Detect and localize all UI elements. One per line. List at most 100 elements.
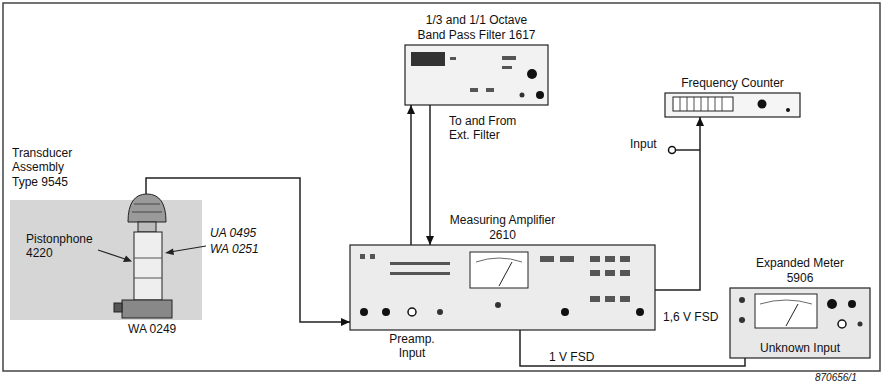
drawing-line <box>676 149 701 151</box>
drawing-circle <box>382 308 390 316</box>
device-label: Frequency Counter <box>681 76 784 90</box>
signal-wire <box>655 117 704 290</box>
drawing-rect <box>390 272 450 275</box>
arrow-head <box>407 105 415 114</box>
drawing-rect <box>620 256 630 262</box>
drawing-rect <box>605 270 615 276</box>
drawing-polygon <box>165 249 174 256</box>
drawing-rect <box>411 52 445 66</box>
drawing-rect <box>122 300 172 318</box>
drawing-path <box>760 300 812 304</box>
wire-line <box>655 117 700 290</box>
drawing-circle <box>527 69 537 79</box>
drawing-path <box>128 194 166 222</box>
drawing-rect <box>755 294 817 328</box>
drawing-rect <box>502 56 516 60</box>
drawing-rect <box>470 88 478 92</box>
wire-line <box>429 105 431 245</box>
arrow-head <box>426 236 434 245</box>
drawing-rect <box>405 45 548 105</box>
drawing-rect <box>605 256 615 262</box>
wire-line <box>410 105 412 245</box>
drawing-line <box>145 192 147 194</box>
drawing-circle <box>838 320 846 328</box>
device-label: 1/3 and 1/1 Octave Band Pass Filter 1617 <box>412 13 542 42</box>
drawing-circle <box>495 302 501 308</box>
device-label: Measuring Amplifier 2610 <box>440 213 565 242</box>
drawing-rect <box>134 232 162 300</box>
frame <box>3 3 880 371</box>
drawing-circle <box>858 322 863 327</box>
drawing-rect <box>370 254 375 259</box>
filter-box: 1/3 and 1/1 Octave Band Pass Filter 1617 <box>405 45 548 105</box>
counter-device <box>665 93 800 154</box>
drawing-path <box>476 258 522 262</box>
meter-device <box>730 288 870 358</box>
drawing-circle <box>360 308 368 316</box>
device-label: Transducer Assembly Type 9545 <box>12 146 84 189</box>
drawing-rect <box>350 245 655 330</box>
panel-label: Preamp. Input <box>386 332 438 361</box>
part-label: WA 0251 <box>210 242 259 256</box>
drawing-rect <box>590 296 600 302</box>
signal-wire <box>146 178 350 326</box>
drawing-circle <box>786 108 790 112</box>
part-label: Pistonphone 4220 <box>26 232 101 261</box>
counter-box: Frequency Counter <box>665 93 800 117</box>
drawing-rect <box>540 256 554 262</box>
drawing-path <box>680 97 722 111</box>
drawing-polygon <box>123 256 132 263</box>
transducer-photo <box>10 192 206 320</box>
wire-label: 1 V FSD <box>548 350 595 364</box>
panel-label: Unknown Input <box>758 341 842 355</box>
filter-device <box>405 45 548 105</box>
drawing-rect <box>360 254 365 259</box>
drawing-rect <box>605 296 615 302</box>
arrow-head <box>341 318 350 326</box>
drawing-circle <box>669 147 676 154</box>
drawing-rect <box>730 288 870 358</box>
drawing-circle <box>739 297 745 303</box>
drawing-rect <box>590 270 600 276</box>
drawing-circle <box>848 300 856 308</box>
drawing-circle <box>561 308 569 316</box>
drawing-rect <box>470 252 528 288</box>
drawing-rect <box>450 57 456 60</box>
drawing-rect <box>486 88 494 92</box>
drawing-rect <box>390 262 450 265</box>
drawing-circle <box>437 309 443 315</box>
part-label: 870656/1 <box>815 372 857 384</box>
amplifier-device <box>350 245 655 330</box>
wire-line <box>520 330 745 366</box>
drawing-rect <box>502 66 512 69</box>
drawing-circle <box>758 100 767 109</box>
drawing-rect <box>620 270 630 276</box>
drawing-rect <box>590 256 600 262</box>
drawing-circle <box>520 93 525 98</box>
part-label: WA 0249 <box>128 322 176 336</box>
drawing-rect <box>673 97 733 111</box>
wire-label: To and From Ext. Filter <box>448 114 530 143</box>
drawing-line <box>786 304 798 326</box>
amplifier-box: Measuring Amplifier 2610Preamp. Input <box>350 245 655 330</box>
drawing-rect <box>620 296 630 302</box>
drawing-rect <box>665 93 800 117</box>
signal-wire <box>426 105 434 245</box>
part-label: Input <box>630 137 657 151</box>
signal-wire <box>407 105 415 245</box>
drawing-path <box>134 258 162 278</box>
drawing-rect <box>10 200 202 320</box>
drawing-circle <box>408 308 416 316</box>
signal-wire <box>520 330 745 366</box>
drawing-line <box>499 262 512 286</box>
drawing-rect <box>138 222 156 232</box>
drawing-circle <box>827 299 837 309</box>
drawing-line <box>98 250 128 260</box>
drawing-rect <box>114 303 122 312</box>
part-label: UA 0495 <box>210 226 256 240</box>
device-label: Expanded Meter 5906 <box>748 256 853 285</box>
drawing-circle <box>636 308 644 316</box>
meter-box: Expanded Meter 5906Unknown Input <box>730 288 870 358</box>
arrow-head <box>696 117 704 126</box>
